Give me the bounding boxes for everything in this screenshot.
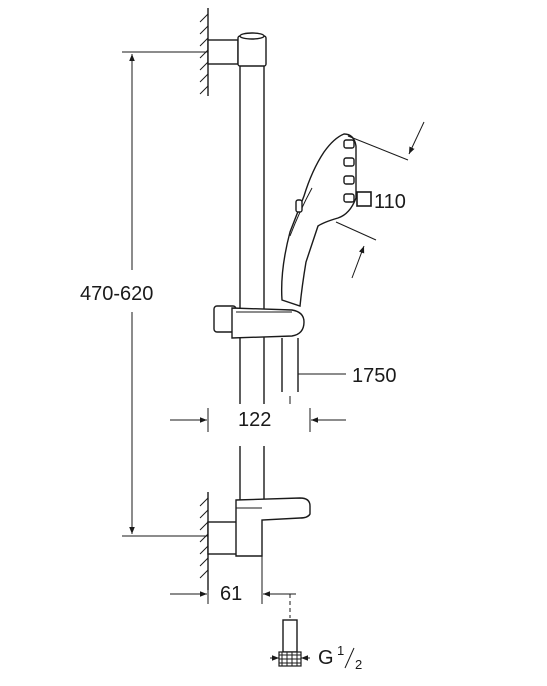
thread-label: G <box>318 647 334 669</box>
hand-shower <box>281 133 357 307</box>
thread-connector: G 1 2 <box>270 594 362 672</box>
holder-offset-label: 122 <box>238 409 271 431</box>
hose-length-label: 1750 <box>352 365 397 387</box>
dimension-holder-offset: 122 <box>170 408 346 432</box>
square-icon <box>356 191 372 207</box>
dimension-handshower-size: 110 <box>335 121 425 279</box>
wall-offset-label: 61 <box>220 583 242 605</box>
shower-rail <box>239 66 265 500</box>
sliding-holder <box>213 305 305 339</box>
bottom-wall-bracket <box>207 497 311 557</box>
dimension-wall-offset: 61 <box>170 556 296 605</box>
dimension-rail-length: 470-620 <box>80 51 208 537</box>
handshower-size-label: 110 <box>374 191 406 213</box>
dimension-hose-length: 1750 <box>298 365 397 387</box>
top-wall-bracket <box>207 32 267 67</box>
rail-length-label: 470-620 <box>80 283 153 305</box>
wall-bottom <box>199 492 209 590</box>
thread-numerator: 1 <box>337 643 344 658</box>
thread-denominator: 2 <box>355 657 362 672</box>
shower-hose <box>281 338 299 404</box>
